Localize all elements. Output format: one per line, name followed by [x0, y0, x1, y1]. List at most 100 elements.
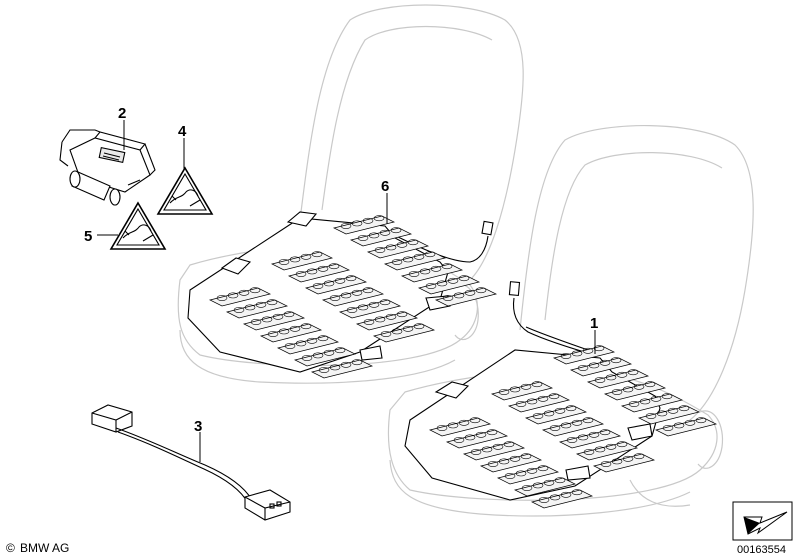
heating-coil [255, 301, 267, 308]
heating-coil [436, 280, 448, 287]
heating-coil [453, 292, 465, 299]
heating-coil [238, 289, 250, 296]
heating-coil [509, 386, 521, 393]
heating-coil [396, 241, 408, 248]
heating-coil [605, 443, 617, 450]
heating-coil [650, 395, 662, 402]
heating-cell [310, 359, 374, 379]
heating-coil [498, 458, 510, 465]
heating-coil [363, 319, 375, 325]
heating-coil [594, 446, 606, 453]
heating-coil [362, 287, 374, 294]
heating-coil [385, 313, 397, 320]
callout-6: 6 [381, 178, 389, 195]
heating-cell [304, 275, 368, 295]
heating-cell [355, 311, 419, 331]
heating-coil [362, 217, 374, 224]
heating-cell [287, 263, 351, 283]
heating-cell [637, 405, 701, 425]
heating-coil [430, 265, 442, 272]
heating-coil [515, 470, 527, 477]
heating-coil [644, 381, 656, 388]
heating-cell [338, 299, 402, 319]
heating-coil [300, 323, 312, 330]
heating-coil [475, 431, 487, 438]
heating-coil [599, 359, 611, 366]
heating-cell [259, 323, 323, 343]
heating-coil [526, 467, 538, 474]
heating-coil [515, 401, 527, 407]
heating-coil [306, 337, 318, 344]
heating-coil [249, 287, 261, 294]
heating-coil [532, 482, 544, 489]
heating-coil [334, 277, 346, 284]
heating-coil [582, 347, 594, 354]
heating-coil [554, 407, 566, 414]
heating-coil [402, 325, 414, 332]
heating-cell [496, 465, 560, 485]
callout-4: 4 [178, 123, 187, 140]
heating-coil [379, 229, 391, 236]
heating-coil [244, 304, 256, 311]
heating-coil [481, 446, 493, 453]
heating-cell [445, 429, 509, 449]
heating-cell [507, 393, 571, 413]
heating-coil [306, 268, 318, 275]
heating-coil [346, 307, 358, 313]
callout-5: 5 [84, 228, 92, 245]
heating-coil [633, 453, 645, 460]
heating-coil [571, 489, 583, 496]
heating-coil [543, 479, 555, 486]
heating-coil [267, 331, 279, 337]
heating-coil [278, 259, 290, 265]
heating-coil [278, 328, 290, 335]
heating-coil [419, 268, 431, 275]
heating-coil [520, 383, 532, 390]
heating-coil [475, 287, 487, 294]
heating-coil [436, 425, 448, 431]
heating-coil [616, 441, 628, 448]
heating-coil [532, 413, 544, 419]
heating-coil [391, 259, 403, 265]
heating-coil [662, 425, 674, 431]
heating-coil [408, 271, 420, 277]
heating-coil [526, 398, 538, 405]
heating-coil [486, 429, 498, 436]
heating-cell [490, 381, 554, 401]
heating-cell [558, 429, 622, 449]
heating-cell [400, 263, 464, 283]
heating-coil [464, 434, 476, 441]
heating-coil [594, 377, 606, 383]
heating-coil [588, 362, 600, 369]
heating-coil [295, 271, 307, 277]
callout-3: 3 [194, 418, 202, 435]
heating-coil [498, 389, 510, 395]
heating-coil [340, 223, 352, 229]
heating-coil [425, 283, 437, 289]
heating-coil [599, 429, 611, 436]
heating-coil [447, 277, 459, 284]
nav-arrow-box[interactable] [732, 501, 793, 541]
heating-coil [312, 283, 324, 289]
heating-coil [351, 220, 363, 227]
figure-number: 00163554 [737, 544, 786, 556]
warning-label-4 [156, 166, 214, 215]
heating-coil [470, 449, 482, 455]
heating-coil [684, 419, 696, 426]
heating-coil [300, 253, 312, 260]
heating-coil [616, 371, 628, 378]
heating-coil [391, 328, 403, 335]
heating-coil [216, 295, 228, 301]
heating-coil [458, 419, 470, 426]
heating-coil [340, 292, 352, 299]
heating-coil [447, 422, 459, 429]
rear-seat-outline [177, 4, 524, 384]
heating-coil [311, 251, 323, 258]
warning-label-5 [109, 201, 167, 250]
copyright-text: BMW AG [20, 541, 69, 555]
heating-coil [565, 405, 577, 412]
heating-coil [345, 275, 357, 282]
heating-cell [654, 417, 718, 437]
heating-coil [323, 280, 335, 287]
heating-coil [627, 369, 639, 376]
